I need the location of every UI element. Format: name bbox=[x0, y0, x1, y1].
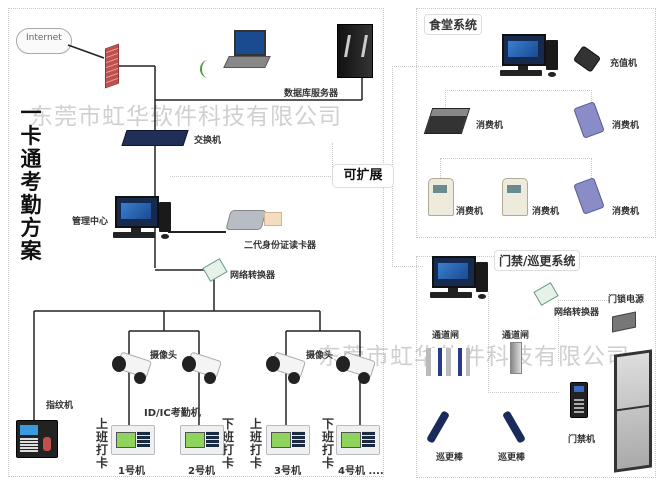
pos-label-2: 消费机 bbox=[612, 121, 640, 131]
door-icon bbox=[614, 349, 652, 473]
gate-label-1: 通道闸 bbox=[432, 331, 460, 341]
camera-icon-2 bbox=[182, 351, 222, 384]
access-controller-label: 门禁机 bbox=[568, 435, 596, 445]
network-converter-label: 网络转换器 bbox=[230, 271, 276, 281]
management-center-label: 管理中心 bbox=[72, 217, 109, 227]
tripod-gate-icon bbox=[510, 342, 522, 374]
access-link-2 bbox=[558, 300, 609, 361]
camera-icon-1 bbox=[112, 351, 152, 384]
clock-in-label-1: 上班打卡 bbox=[96, 417, 109, 470]
pos-label-3: 消费机 bbox=[456, 207, 484, 217]
camera-icon-4 bbox=[336, 351, 376, 384]
camera-label-1: 摄像头 bbox=[150, 351, 178, 361]
id-card-icon bbox=[264, 212, 282, 226]
clock-in-label-3: 上班打卡 bbox=[250, 417, 263, 470]
lock-power-label: 门锁电源 bbox=[608, 295, 645, 305]
clock-out-label-2: 下班打卡 bbox=[222, 417, 235, 470]
database-server-icon bbox=[337, 24, 373, 78]
canteen-system-title: 食堂系统 bbox=[424, 14, 483, 35]
pos-terminal-icon-3 bbox=[428, 178, 454, 216]
internet-cloud-icon bbox=[16, 28, 72, 54]
switch-label: 交换机 bbox=[194, 136, 222, 146]
attendance-system-frame bbox=[8, 8, 384, 477]
expand-to-access bbox=[392, 174, 423, 267]
id-ic-machine-label: ID/IC考勤机 bbox=[144, 408, 201, 419]
attendance-terminal-2 bbox=[180, 425, 224, 455]
expand-to-canteen bbox=[392, 66, 503, 175]
db-server-label: 数据库服务器 bbox=[284, 89, 339, 99]
main-title: 一卡通考勤方案 bbox=[20, 101, 42, 263]
wifi-icon bbox=[200, 60, 216, 78]
pos-label-1: 消费机 bbox=[476, 121, 504, 131]
attendance-terminal-1 bbox=[111, 425, 155, 455]
attendance-terminal-4 bbox=[336, 425, 380, 455]
access-controller-icon bbox=[570, 382, 588, 418]
wire-internet-firewall bbox=[67, 44, 105, 59]
patrol-stick-label-2: 巡更棒 bbox=[498, 453, 526, 463]
firewall-icon bbox=[105, 43, 119, 89]
camera-icon-3 bbox=[266, 351, 306, 384]
patrol-stick-label-1: 巡更棒 bbox=[436, 453, 464, 463]
id-reader-label: 二代身份证读卡器 bbox=[244, 241, 317, 251]
flap-gate-icon bbox=[426, 348, 470, 376]
pos-terminal-icon-4 bbox=[502, 178, 528, 216]
switch-icon bbox=[121, 130, 189, 146]
canteen-system-frame bbox=[416, 8, 656, 238]
camera-label-2: 摄像头 bbox=[306, 351, 334, 361]
attendance-terminal-3 bbox=[266, 425, 310, 455]
access-network-converter-label: 网络转换器 bbox=[554, 308, 600, 318]
machine-label-3: 3号机 bbox=[274, 466, 301, 477]
pos-label-5: 消费机 bbox=[612, 207, 640, 217]
fingerprint-label: 指纹机 bbox=[46, 401, 74, 411]
clock-out-label-4: 下班打卡 bbox=[322, 417, 335, 470]
access-system-title: 门禁/巡更系统 bbox=[494, 250, 581, 271]
machine-label-2: 2号机 bbox=[188, 466, 215, 477]
fingerprint-machine-icon bbox=[16, 420, 58, 458]
pos-label-4: 消费机 bbox=[532, 207, 560, 217]
canteen-pos-link-2 bbox=[440, 158, 592, 184]
recharge-label: 充值机 bbox=[610, 59, 638, 69]
gate-label-2: 通道闸 bbox=[502, 331, 530, 341]
internet-label: Internet bbox=[26, 33, 62, 43]
access-link bbox=[488, 292, 559, 393]
machine-label-1: 1号机 bbox=[118, 466, 145, 477]
laptop-icon bbox=[223, 30, 271, 75]
expandable-label: 可扩展 bbox=[332, 164, 394, 188]
machine-label-4: 4号机 .... bbox=[338, 466, 384, 477]
id-card-reader-icon bbox=[225, 210, 267, 230]
expand-connector bbox=[170, 143, 333, 177]
